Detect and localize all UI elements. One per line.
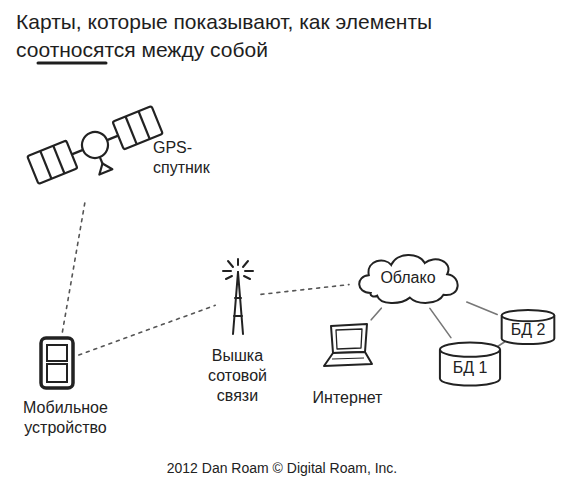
wireless-link — [79, 305, 215, 355]
tower-node: Вышка сотовой связи — [190, 258, 285, 413]
satellite-node: GPS- спутник — [20, 88, 220, 203]
node-label: GPS- спутник — [153, 138, 223, 178]
wireless-link — [261, 285, 349, 295]
node-label: БД 1 — [453, 358, 488, 378]
gps-satellite-icon — [20, 88, 170, 200]
device-node: Мобильное устройство — [8, 335, 123, 447]
underline-stroke — [38, 62, 106, 65]
node-label: Вышка сотовой связи — [190, 346, 285, 406]
node-label: Облако — [380, 268, 435, 288]
mobile-device-icon — [38, 335, 76, 391]
mobile-device-icon — [38, 335, 76, 391]
copyright-caption: 2012 Dan Roam © Digital Roam, Inc. — [0, 459, 564, 477]
database-cylinder: БД 1 — [438, 340, 502, 388]
network-link — [498, 342, 505, 347]
node-label: Мобильное устройство — [8, 398, 123, 438]
network-link — [371, 308, 381, 320]
database-cylinder: БД 2 — [500, 308, 556, 346]
network-link — [430, 308, 451, 337]
network-link — [467, 302, 497, 314]
node-label: БД 2 — [511, 320, 546, 340]
cloud-shape: Облако — [352, 250, 464, 306]
internet-node: Интернет — [300, 322, 395, 417]
laptop-icon — [322, 322, 374, 370]
node-label: Интернет — [300, 388, 395, 408]
gps-satellite-icon — [20, 88, 170, 200]
page-title: Карты, которые показывают, как элементы … — [16, 8, 526, 64]
laptop-icon — [322, 322, 374, 370]
cell-tower-icon — [218, 258, 258, 336]
cell-tower-icon — [218, 258, 258, 336]
wireless-link — [62, 203, 84, 332]
